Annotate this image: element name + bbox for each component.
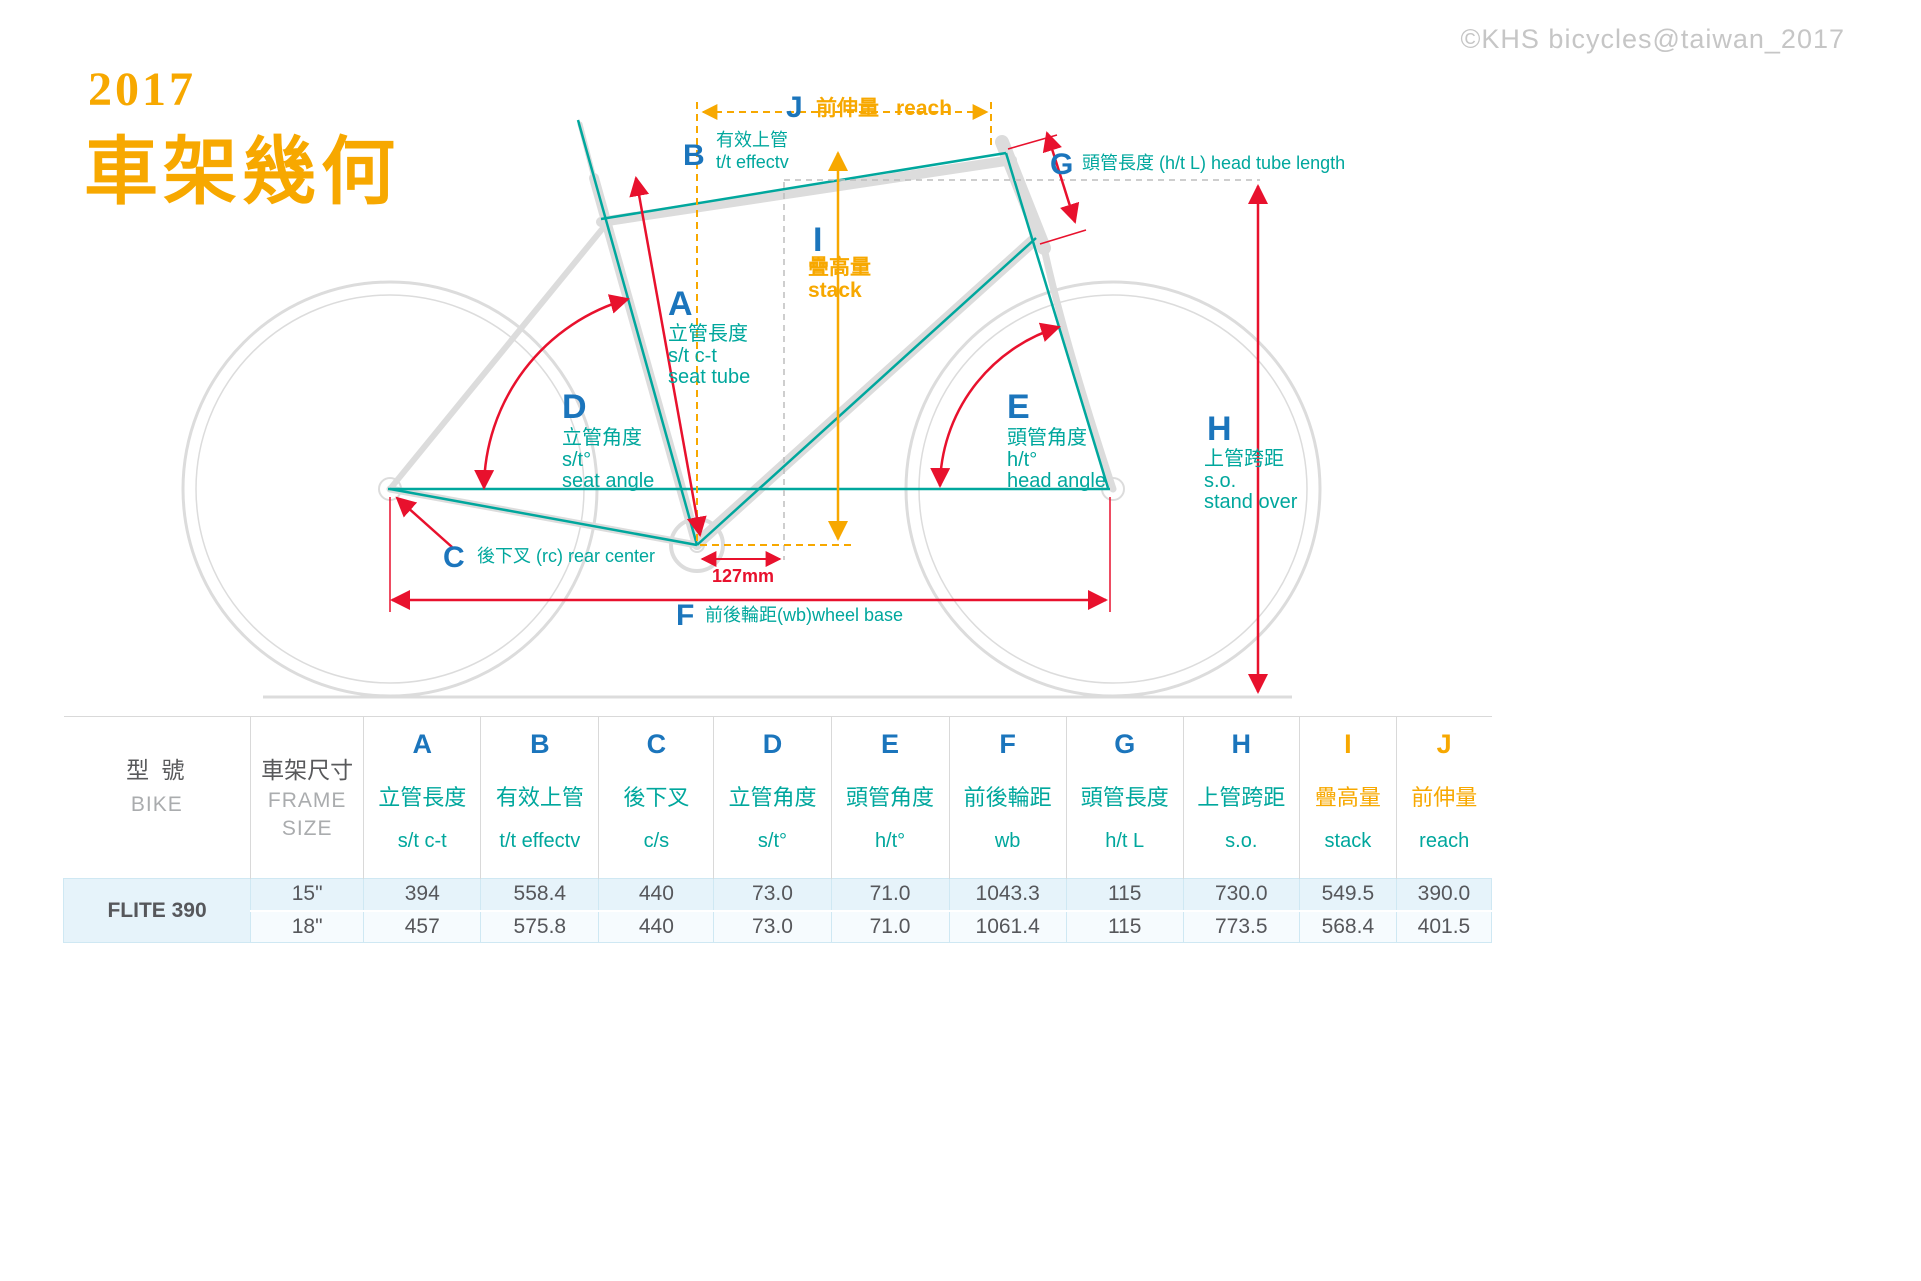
head-tube-line	[1004, 152, 1110, 489]
table-header-col-i: I 疊高量 stack	[1298, 716, 1397, 879]
label-a-sub: s/t c-t	[668, 345, 717, 367]
label-d-sub: s/t°	[562, 449, 591, 471]
gray-dashed-guides	[783, 179, 1260, 560]
label-b-sub: t/t effectv	[716, 152, 789, 172]
label-bb-offset: 127mm	[712, 566, 774, 586]
value-cell: 71.0	[830, 909, 950, 943]
label-i-zh: 疊高量	[808, 255, 871, 279]
seat-angle-arc	[474, 294, 630, 490]
diagram-labels: J 前伸量 reach B 有效上管 t/t effectv G 頭管長度 (h…	[443, 91, 1345, 632]
size-header-en2: SIZE	[281, 817, 333, 840]
title-year: 2017	[88, 63, 196, 116]
value-cell: 401.5	[1395, 909, 1493, 943]
seat-tube-dim-arrow	[629, 176, 707, 537]
effective-top-tube-line	[600, 151, 1007, 221]
value-cell: 730.0	[1182, 878, 1300, 911]
table-header-col-b: B 有效上管 t/t effectv	[480, 716, 599, 879]
label-j-letter: J	[786, 91, 803, 124]
table-header-col-c: C 後下叉 c/s	[598, 716, 714, 879]
value-cell: 1061.4	[948, 909, 1067, 943]
size-cell: 15"	[250, 878, 365, 911]
label-d-zh: 立管角度	[562, 426, 642, 449]
model-name-cell: FLITE 390	[62, 878, 252, 943]
rear-center-arrow	[395, 496, 453, 548]
value-cell: 1043.3	[948, 878, 1067, 911]
table-header-col-j: J 前伸量 reach	[1395, 716, 1492, 879]
value-cell: 71.0	[830, 878, 950, 911]
label-h-en: stand over	[1204, 491, 1298, 513]
label-e-sub: h/t°	[1007, 449, 1037, 471]
geometry-table: 型 號 BIKE 車架尺寸 FRAME SIZE A 立管長度 s/t c-t …	[62, 716, 1493, 943]
value-cell: 575.8	[480, 909, 600, 943]
table-header-size: 車架尺寸 FRAME SIZE	[250, 716, 364, 879]
model-header-zh: 型 號	[126, 757, 188, 783]
label-a-letter: A	[668, 285, 693, 323]
label-b-zh: 有效上管	[716, 130, 788, 150]
chainstay-line	[389, 487, 698, 547]
label-e-zh: 頭管角度	[1007, 426, 1087, 449]
label-f-zh: 前後輪距(wb)wheel base	[705, 605, 903, 625]
value-cell: 440	[598, 878, 715, 911]
table-row-18: 18" 457 575.8 440 73.0 71.0 1061.4 115 7…	[64, 909, 1493, 943]
value-cell: 73.0	[713, 909, 832, 943]
table-header-col-f: F 前後輪距 wb	[948, 716, 1067, 879]
value-cell: 457	[363, 909, 482, 943]
label-f-letter: F	[676, 599, 694, 632]
value-cell: 549.5	[1298, 878, 1397, 911]
label-g-letter: G	[1050, 148, 1073, 181]
size-cell: 18"	[250, 909, 365, 943]
label-c-letter: C	[443, 541, 465, 574]
value-cell: 115	[1065, 909, 1184, 943]
label-g-zh: 頭管長度 (h/t L) head tube length	[1082, 153, 1345, 173]
label-e-letter: E	[1007, 388, 1030, 426]
value-cell: 115	[1065, 878, 1184, 911]
head-angle-arc	[930, 322, 1061, 488]
label-a-en: seat tube	[668, 366, 750, 388]
table-header-row: 型 號 BIKE 車架尺寸 FRAME SIZE A 立管長度 s/t c-t …	[63, 716, 1492, 879]
value-cell: 73.0	[713, 878, 832, 911]
label-h-letter: H	[1207, 410, 1232, 448]
table-header-col-h: H 上管跨距 s.o.	[1182, 716, 1300, 879]
size-header-en1: FRAME	[267, 789, 347, 812]
frame-geometry-diagram: J 前伸量 reach B 有效上管 t/t effectv G 頭管長度 (h…	[181, 91, 1345, 699]
value-cell: 440	[598, 909, 715, 943]
label-b-letter: B	[683, 139, 705, 172]
watermark: ©KHS bicycles@taiwan_2017	[1460, 24, 1845, 54]
label-h-sub: s.o.	[1204, 470, 1236, 492]
table-header-col-a: A 立管長度 s/t c-t	[363, 716, 481, 879]
head-tube-dim-arrow	[1042, 131, 1080, 224]
down-tube-line	[696, 237, 1037, 546]
page-title: 車架幾何	[84, 130, 400, 213]
value-cell: 390.0	[1395, 878, 1493, 911]
red-dimensions	[389, 131, 1268, 694]
label-h-zh: 上管跨距	[1204, 447, 1284, 470]
size-header-zh: 車架尺寸	[261, 757, 354, 783]
value-cell: 394	[363, 878, 482, 911]
geometry-lines	[388, 119, 1110, 547]
table-row-15: FLITE 390 15" 394 558.4 440 73.0 71.0 10…	[62, 878, 1493, 943]
label-i-sub: stack	[808, 279, 862, 302]
label-c-zh: 後下叉 (rc) rear center	[477, 546, 655, 566]
label-d-en: seat angle	[562, 470, 654, 492]
value-cell: 568.4	[1298, 909, 1397, 943]
label-e-en: head angle	[1007, 470, 1106, 492]
table-header-col-g: G 頭管長度 h/t L	[1065, 716, 1184, 879]
table-header-col-e: E 頭管角度 h/t°	[830, 716, 950, 879]
label-i-letter: I	[813, 221, 822, 259]
label-j-zh: 前伸量	[816, 96, 879, 120]
bike-frame-outline	[386, 121, 1117, 573]
label-j-en: reach	[896, 97, 952, 120]
value-cell: 558.4	[480, 878, 600, 911]
model-header-en: BIKE	[130, 793, 183, 816]
table-header-model: 型 號 BIKE	[63, 716, 251, 879]
label-d-letter: D	[562, 388, 587, 426]
label-a-zh: 立管長度	[668, 322, 748, 345]
value-cell: 773.5	[1182, 909, 1300, 943]
table-header-col-d: D 立管角度 s/t°	[713, 716, 832, 879]
